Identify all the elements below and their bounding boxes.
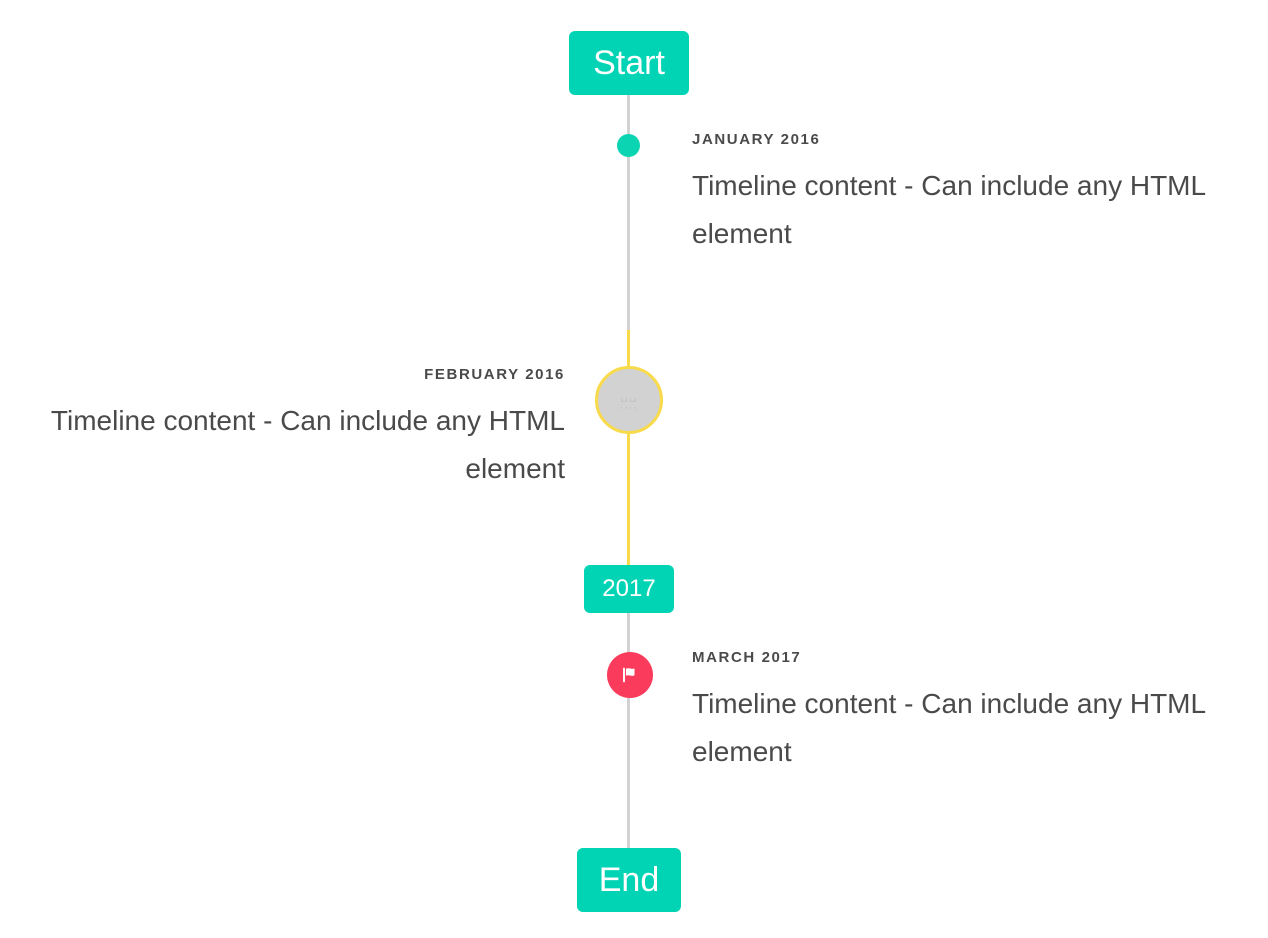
timeline-rail-segment-top xyxy=(627,90,630,332)
timeline-event-body: Timeline content - Can include any HTML … xyxy=(692,170,1206,250)
timeline-rail-segment-bottom xyxy=(627,610,630,850)
missing-glyph-icon: ␣␣␣␣ xyxy=(620,391,638,409)
timeline-end-badge[interactable]: End xyxy=(577,848,681,912)
timeline-marker-dot-icon[interactable] xyxy=(617,134,640,157)
timeline-marker-circle-large[interactable]: ␣␣␣␣ xyxy=(595,366,663,434)
timeline-year-badge[interactable]: 2017 xyxy=(584,565,674,613)
timeline-start-badge[interactable]: Start xyxy=(569,31,689,95)
timeline-event-content: January 2016 Timeline content - Can incl… xyxy=(692,131,1232,258)
timeline-event-content: March 2017 Timeline content - Can includ… xyxy=(692,649,1232,776)
timeline-event-date: February 2016 xyxy=(424,366,565,383)
timeline-event-body: Timeline content - Can include any HTML … xyxy=(50,405,565,485)
timeline-event-date: January 2016 xyxy=(692,131,821,148)
timeline-rail-segment-highlighted xyxy=(627,330,630,568)
timeline-marker-flag[interactable] xyxy=(607,652,653,698)
timeline-event-content: February 2016 Timeline content - Can inc… xyxy=(10,366,565,493)
timeline-event-date: March 2017 xyxy=(692,649,802,666)
flag-icon xyxy=(619,664,641,686)
timeline-event-body: Timeline content - Can include any HTML … xyxy=(692,688,1206,768)
